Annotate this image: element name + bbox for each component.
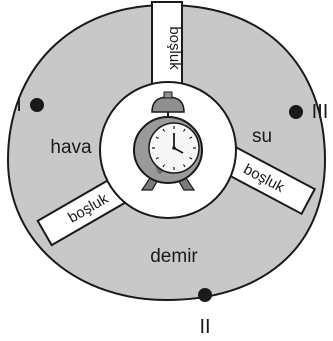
alarm-clock-icon [133, 91, 203, 191]
region-bottom-label: demir [150, 246, 198, 267]
point-right-label: III [312, 101, 329, 123]
point-right-dot [289, 105, 303, 119]
point-bottom-dot [198, 288, 212, 302]
point-left-dot [30, 98, 44, 112]
gap-top: boşluk [151, 1, 183, 91]
region-right-label: su [252, 126, 272, 147]
point-left-label: I [16, 94, 22, 116]
gap-top-label: boşluk [166, 26, 183, 70]
region-left-label: hava [50, 137, 92, 158]
point-bottom-label: II [199, 316, 210, 338]
